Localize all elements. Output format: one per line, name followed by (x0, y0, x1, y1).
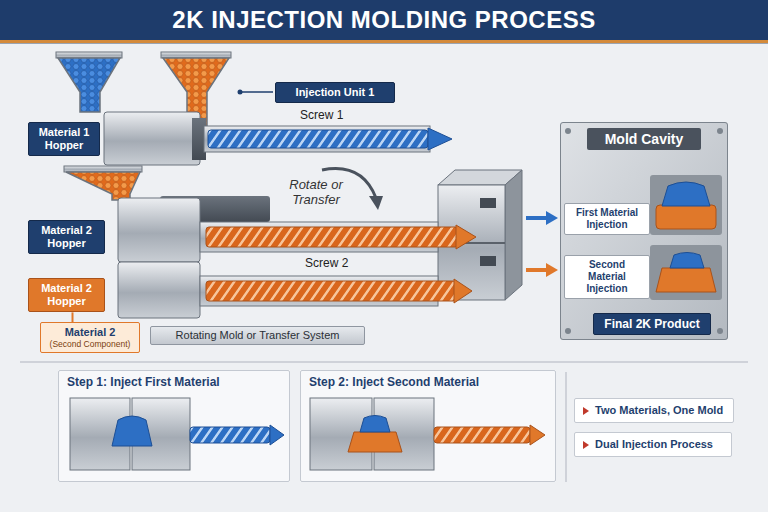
step-illustration (530, 425, 545, 445)
injection-unit (454, 279, 472, 303)
node-text: Second Material Injection (569, 259, 645, 295)
mold-block (480, 198, 496, 208)
step-illustration (360, 416, 390, 433)
mold-plate (662, 182, 710, 206)
feature-box: Two Materials, One Mold (574, 398, 734, 423)
flow-arrow (526, 211, 558, 277)
injection-unit (118, 196, 476, 318)
mold-plate (717, 128, 723, 134)
mold-cavity: Mold CavityFirst Material InjectionSecon… (560, 122, 728, 340)
node-text: Injection Unit 1 (281, 86, 389, 99)
rotate-arrow (369, 196, 383, 210)
step-panel: Step 1: Inject First Material (58, 370, 290, 482)
transfer-band: Rotating Mold or Transfer System (150, 326, 365, 345)
flow-arrow (526, 268, 548, 272)
mold-block (480, 256, 496, 266)
mold-plate (656, 268, 716, 292)
node-text: Material 1 Hopper (34, 126, 94, 152)
hopper (58, 58, 120, 112)
injection-label: Second Material Injection (564, 255, 650, 299)
part-label: Screw 2 (305, 256, 348, 270)
hopper (56, 52, 122, 58)
divider (20, 361, 748, 363)
mold-plate (565, 328, 571, 334)
step-illustration (112, 416, 152, 446)
mold-plate (650, 245, 722, 300)
product-label: Final 2K Product (593, 313, 711, 335)
step-heading: Step 2: Inject Second Material (309, 375, 547, 389)
node-text: Material 2 Hopper (34, 224, 99, 250)
mold-plate (650, 175, 722, 235)
mold-plate (560, 122, 728, 340)
injection-unit (208, 130, 428, 148)
injection-unit (456, 225, 476, 249)
step-illustration (58, 370, 290, 482)
step-illustration (348, 432, 402, 452)
flow-arrow (546, 211, 558, 225)
flow-arrow (526, 216, 548, 220)
hopper-label: Material 1 Hopper (28, 122, 100, 156)
injection-unit (204, 126, 430, 152)
background (0, 0, 768, 40)
title-text: 2K INJECTION MOLDING PROCESS (0, 0, 768, 40)
step-panel: Step 2: Inject Second Material (300, 370, 556, 482)
mold-plate (656, 205, 716, 229)
divider (20, 362, 748, 482)
node-text: Material 2 Hopper (34, 282, 99, 308)
flow-arrow (546, 263, 558, 277)
hopper-label: Material 2 Hopper (28, 220, 105, 254)
hopper (64, 166, 142, 172)
connector (72, 312, 74, 322)
mold-plate (670, 253, 704, 269)
injection-unit (118, 198, 200, 262)
cavity-heading: Mold Cavity (587, 128, 702, 150)
step-illustration (434, 427, 530, 443)
mold-plate (565, 128, 571, 134)
node-text: First Material Injection (569, 207, 645, 231)
mold-plate (717, 328, 723, 334)
part-label: Screw 1 (300, 108, 343, 122)
injection-unit (104, 112, 200, 165)
injection-unit (240, 91, 273, 93)
motion-label: Rotate or Transfer (283, 178, 349, 208)
step-illustration (190, 427, 270, 443)
component-name: Material 2 (45, 326, 135, 339)
component-note: (Second Component) (45, 339, 135, 349)
injection-label: First Material Injection (564, 203, 650, 235)
step-heading: Step 1: Inject First Material (67, 375, 281, 389)
hopper-label: Material 2 Hopper (28, 278, 105, 312)
injection-unit (118, 262, 200, 318)
mold-block (505, 170, 522, 300)
mold-plate (560, 122, 728, 340)
feature-box: Dual Injection Process (574, 432, 732, 457)
component-label: Material 2(Second Component) (40, 322, 140, 353)
step-illustration (300, 370, 556, 482)
node-text: Final 2K Product (602, 317, 702, 331)
step-illustration (270, 425, 284, 445)
node-text: Two Materials, One Mold (595, 404, 723, 417)
node-text: Rotating Mold or Transfer System (159, 329, 356, 342)
injection-unit (206, 281, 456, 301)
divider (565, 372, 567, 482)
injection-unit (206, 227, 458, 247)
background (0, 43, 768, 44)
injection-unit (428, 128, 452, 150)
node-text: Dual Injection Process (595, 438, 721, 451)
hopper (161, 52, 231, 58)
hopper (66, 172, 140, 200)
injection-unit (238, 90, 243, 95)
unit-label: Injection Unit 1 (275, 82, 395, 103)
step-illustration (58, 370, 556, 482)
background (0, 40, 768, 43)
